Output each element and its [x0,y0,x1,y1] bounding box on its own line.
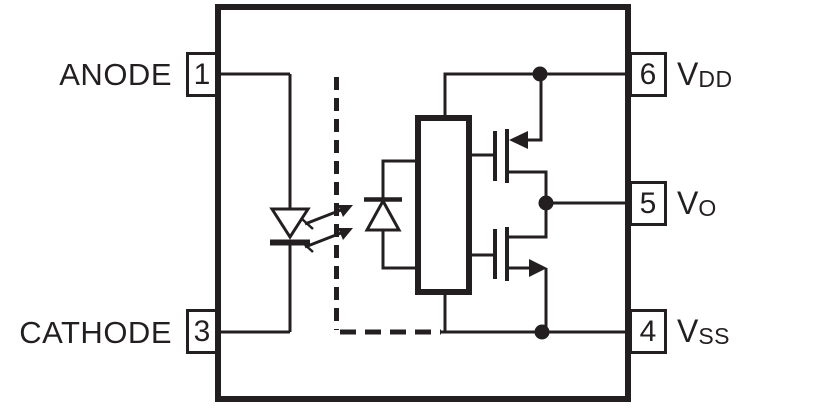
vdd-label-sub: DD [698,66,733,92]
cathode-label: CATHODE [19,314,172,350]
photodiode-anode-wire [381,230,417,270]
lower-drain-wire [509,203,548,239]
lower-mosfet-symbol [471,203,548,332]
pin-6-box: 6 [629,52,667,97]
photodiode-symbol [364,159,417,270]
amplifier-block [415,115,472,295]
vdd-rail [443,66,627,142]
photodiode-triangle [364,197,402,232]
pin-5-number: 5 [639,186,657,220]
vo-rail [538,195,629,211]
vdd-label-main: V [677,56,699,92]
pin-3-box: 3 [186,309,218,354]
upper-source-wire [509,170,548,203]
vo-label-sub: O [698,195,717,221]
led-triangle [269,207,311,240]
vss-label-sub: SS [698,323,731,349]
upper-mosfet-symbol [471,129,548,203]
light-emission-arrows-icon [301,205,353,253]
upper-body-arrow [509,131,528,149]
vss-rail [441,292,629,340]
pin-5-box: 5 [629,181,667,226]
lower-body-arrow [529,259,547,277]
pin-4-number: 4 [639,314,657,348]
vo-label-main: V [677,185,699,221]
pin-4-box: 4 [629,309,667,354]
pin-3-number: 3 [193,314,211,348]
pin-1-box: 1 [186,52,218,97]
pin-1-number: 1 [193,57,211,91]
photodiode-cathode-wire [381,159,417,199]
led-diode-symbol [217,72,311,334]
vdd-branch-wire [528,74,543,142]
pin-6-number: 6 [639,57,657,91]
anode-label: ANODE [59,56,172,92]
vss-junction-dot [534,324,550,340]
isolation-barrier [334,77,441,335]
vss-label-main: V [677,313,699,349]
